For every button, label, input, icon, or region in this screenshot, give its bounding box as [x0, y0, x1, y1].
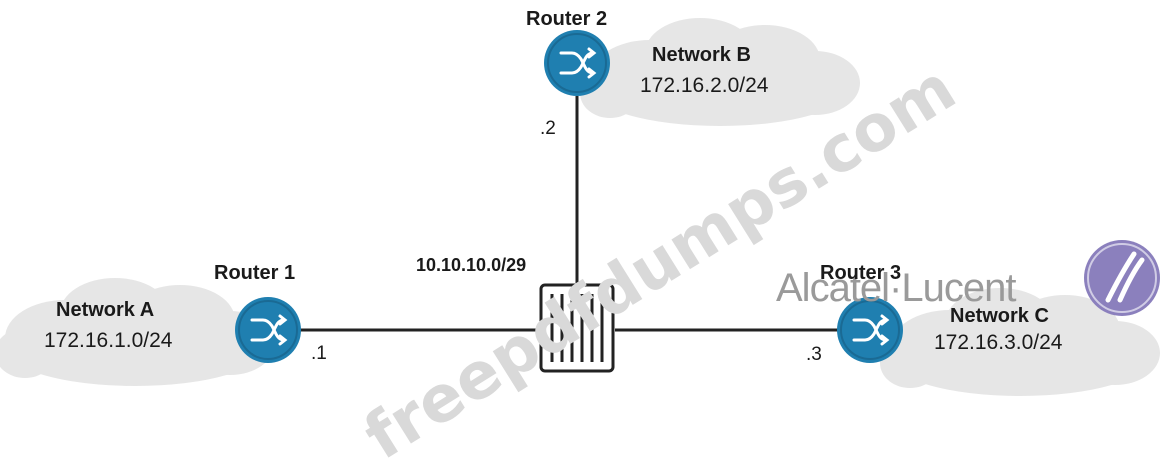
- network-b-name: Network B: [652, 44, 751, 66]
- router-2-icon: [544, 30, 610, 96]
- switch-subnet-label: 10.10.10.0/29: [416, 255, 527, 275]
- switch-icon: [539, 283, 615, 373]
- network-b-address: 172.16.2.0/24: [640, 74, 769, 97]
- router-1-icon: [235, 297, 301, 363]
- diagram-canvas: [0, 18, 1160, 396]
- router-1-label: Router 1: [214, 262, 296, 284]
- network-a-address: 172.16.1.0/24: [44, 329, 173, 352]
- network-c-address: 172.16.3.0/24: [934, 331, 1063, 354]
- router-2-label: Router 2: [526, 8, 608, 30]
- brand-text: Alcatel·Lucent: [776, 266, 1016, 310]
- router-1-interface: .1: [311, 343, 327, 364]
- network-a-name: Network A: [56, 299, 155, 321]
- network-diagram: freepdfdumps.com Alcatel·Lucent Router 1…: [0, 8, 1160, 475]
- network-c-name: Network C: [950, 305, 1049, 327]
- router-3-icon: [837, 297, 903, 363]
- alcatel-lucent-logo-icon: [1084, 240, 1160, 316]
- router-3-label: Router 3: [820, 262, 902, 284]
- cloud-network-b: [580, 18, 860, 126]
- router-3-interface: .3: [806, 344, 822, 365]
- router-2-interface: .2: [540, 118, 556, 139]
